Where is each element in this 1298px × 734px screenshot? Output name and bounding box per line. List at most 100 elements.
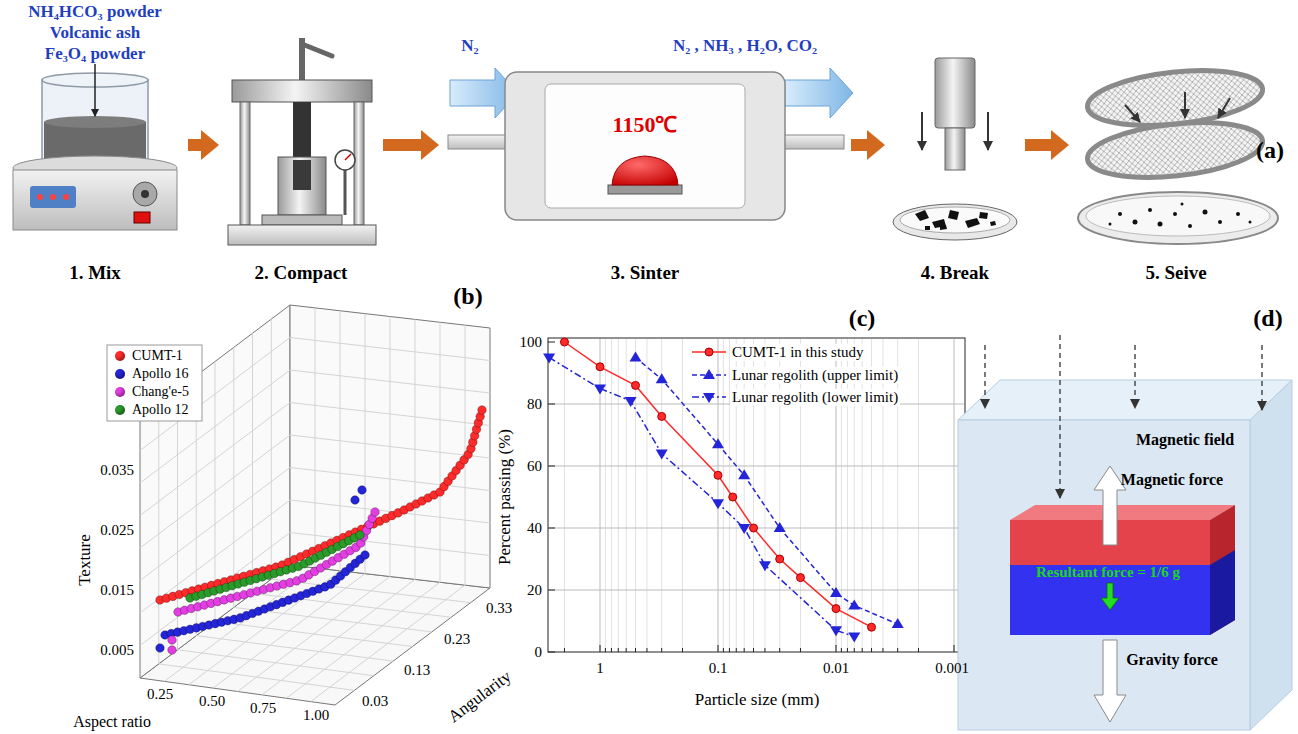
arrow-shaft: [851, 139, 867, 151]
data-point: [729, 493, 737, 501]
data-point: [714, 471, 722, 479]
tick-mark: [729, 648, 730, 652]
tick-mark: [548, 590, 555, 591]
figure-label: Percent passing (%): [496, 429, 515, 565]
tick-mark: [618, 648, 619, 652]
data-point: [656, 373, 668, 383]
figure-label: 0.75: [250, 700, 276, 717]
data-point: [738, 524, 750, 534]
data-point: [848, 633, 860, 643]
figure-label: Volcanic ash: [50, 24, 141, 43]
figure-label: 0.33: [486, 600, 512, 617]
data-point: [712, 438, 724, 448]
grid-line: [564, 339, 565, 651]
tick-mark: [764, 648, 765, 652]
grid-line: [847, 339, 848, 651]
magnetic-box-illustration: [958, 335, 1292, 730]
figure-label: N₂ , NH₃ , H₂O, CO₂: [673, 37, 817, 56]
grid-line: [290, 370, 490, 393]
process-arrow: [188, 130, 219, 160]
grading-curve-chart: [543, 338, 965, 652]
process-step: 1. Mix: [5, 60, 185, 284]
figure-label: (b): [453, 283, 482, 309]
figure-label: 0.025: [100, 522, 134, 539]
grid-line: [882, 339, 883, 651]
grid-line: [800, 339, 801, 651]
data-point: [356, 531, 365, 540]
sieve-illustration: [1078, 63, 1278, 244]
tick-mark: [611, 648, 612, 652]
grid-line: [723, 339, 724, 651]
grid-line: [611, 339, 612, 651]
data-point: [832, 605, 840, 613]
data-point: [712, 499, 724, 509]
figure-label: Resultant force = 1/6 g: [1036, 564, 1180, 581]
tick-mark: [779, 648, 780, 652]
tick-mark: [548, 404, 555, 405]
process-step: 4. Break: [888, 60, 1022, 284]
grid-line: [918, 339, 919, 651]
data-point: [156, 644, 165, 653]
tick-mark: [847, 648, 848, 652]
tick-mark: [626, 648, 627, 652]
legend-text: Apollo 16: [130, 366, 190, 381]
legend-swatch: [115, 405, 125, 415]
grid-line: [233, 347, 234, 607]
tick-mark: [635, 648, 636, 652]
figure-label: 0.1: [709, 660, 728, 677]
figure-label: 0.001: [935, 660, 969, 677]
grid-line: [271, 319, 272, 579]
plot-frame: [548, 338, 965, 652]
tick-mark: [564, 648, 565, 652]
chart-wall: [290, 305, 490, 588]
grid-line: [682, 339, 683, 651]
arrow-head: [867, 130, 885, 160]
figure-label: Gravity force: [1126, 651, 1218, 669]
tick-mark: [954, 645, 955, 652]
grid-line: [618, 339, 619, 651]
grid-line: [718, 339, 719, 651]
grid-line: [897, 339, 898, 651]
tick-mark: [548, 528, 555, 529]
grid-line: [290, 435, 490, 458]
data-point: [168, 636, 177, 645]
figure-label: Magnetic force: [1121, 471, 1223, 489]
grid-line: [140, 435, 290, 548]
figure-label: 0.03: [362, 693, 388, 710]
tick-mark: [836, 645, 837, 652]
tick-mark: [882, 648, 883, 652]
arrow-head: [421, 130, 439, 160]
data-point: [830, 626, 842, 636]
grid-line: [415, 319, 416, 579]
figure-label: 40: [527, 520, 542, 537]
tick-mark: [918, 648, 919, 652]
data-point: [371, 508, 380, 517]
process-step: 2. Compact: [222, 60, 380, 284]
data-point: [658, 412, 666, 420]
tick-mark: [723, 648, 724, 652]
data-point: [750, 524, 758, 532]
figure-label: 0.50: [199, 693, 225, 710]
grid-line: [779, 339, 780, 651]
figure-label: (a): [1256, 137, 1284, 163]
figure-label: 0: [535, 644, 543, 661]
grid-line: [841, 339, 842, 651]
figure-label: Magnetic field: [1136, 431, 1234, 449]
grid-line: [744, 339, 745, 651]
process-arrow: [383, 130, 439, 160]
tick-mark: [744, 648, 745, 652]
grading-line: [565, 342, 872, 627]
data-point: [625, 397, 637, 407]
tick-mark: [646, 648, 647, 652]
figure-label: Angularity: [445, 667, 515, 726]
grid-line: [549, 466, 964, 467]
grid-line: [871, 339, 872, 651]
tick-mark: [605, 648, 606, 652]
process-arrow: [1025, 130, 1069, 160]
figure-label: Texture: [76, 534, 95, 586]
figure-label: 1: [596, 660, 604, 677]
tick-mark: [854, 648, 855, 652]
legend-text: CUMT-1 in this study: [730, 344, 866, 361]
data-point: [358, 486, 367, 495]
